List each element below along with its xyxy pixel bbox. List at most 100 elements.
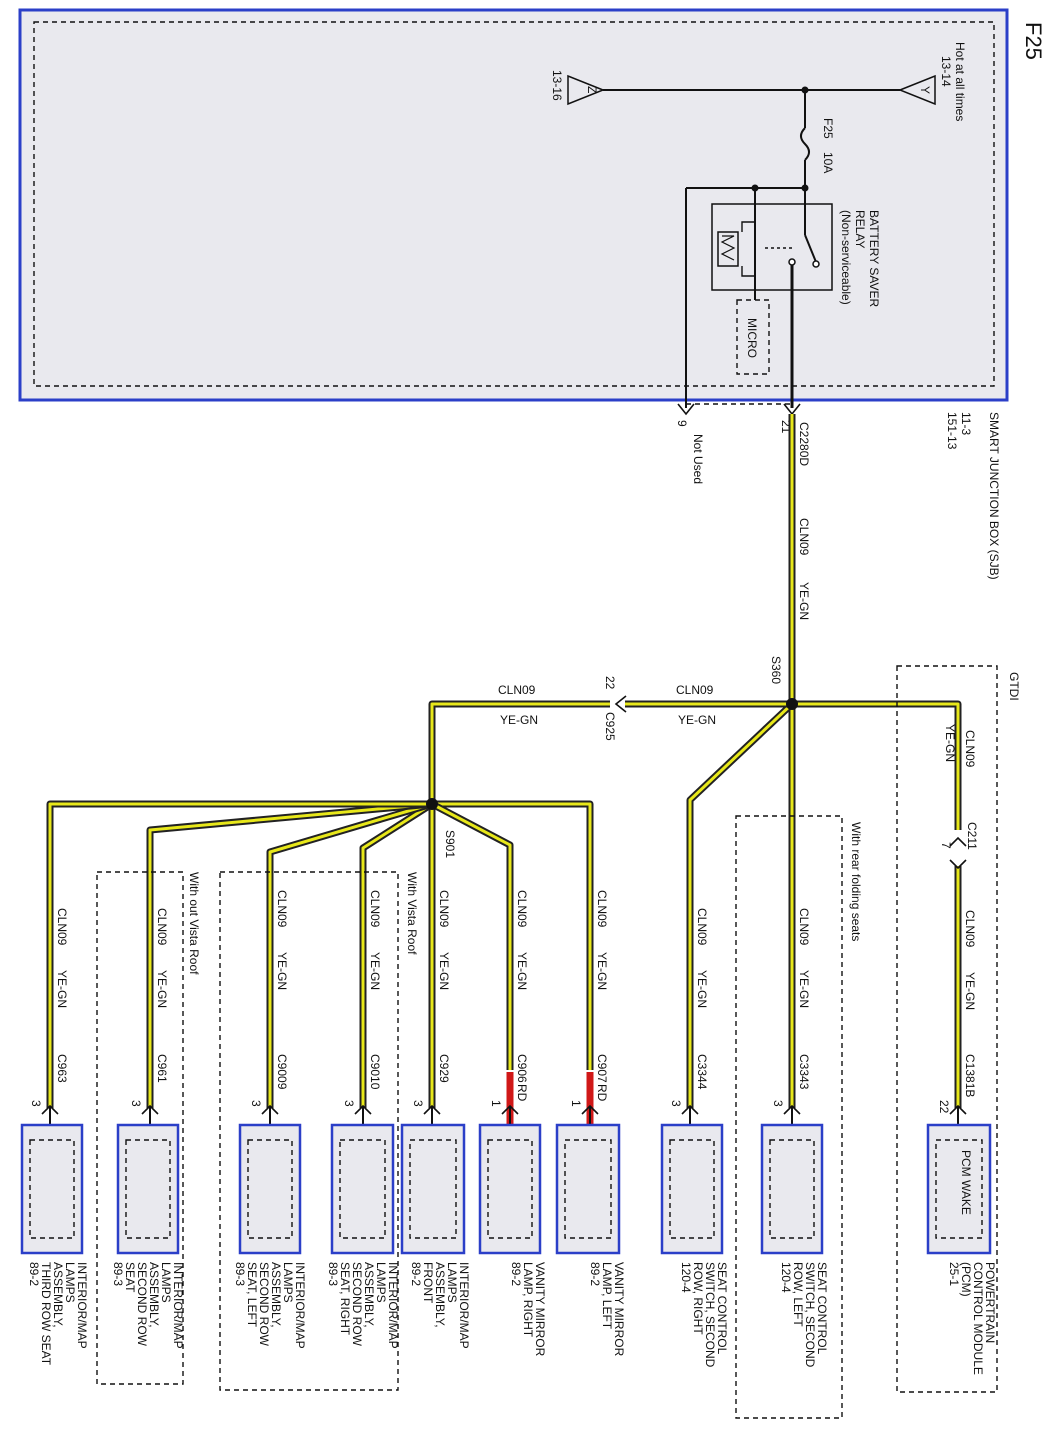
fuse-name: F25	[821, 118, 835, 139]
component-name-line: SECOND ROW	[350, 1262, 364, 1347]
s901-branches	[46, 800, 594, 1108]
trunk-circuit: CLN09	[797, 518, 811, 556]
c925-right-circuit: CLN09	[676, 683, 714, 697]
svg-text:YE-GN: YE-GN	[595, 952, 609, 990]
component-ref: 120-4	[779, 1262, 793, 1293]
svg-text:CLN09: CLN09	[515, 890, 529, 928]
micro-box	[736, 299, 770, 375]
component-inner-box	[935, 1139, 983, 1239]
gtdi-label: GTDI	[1007, 672, 1021, 701]
svg-text:YE-GN: YE-GN	[963, 972, 977, 1010]
rear-folding-label: With rear folding seats	[849, 822, 863, 941]
component-box	[116, 1123, 180, 1255]
component-name-line: SECOND ROW	[135, 1262, 149, 1347]
branch-wire-labels: CLN09 YE-GN CLN09 YE-GN CLN09 YE-GN CLN0…	[55, 890, 977, 1010]
component-name-line: ASSEMBLY,	[147, 1262, 161, 1328]
hot-label: Hot at all times	[953, 42, 967, 121]
svg-text:YE-GN: YE-GN	[55, 970, 69, 1008]
connector-name: C1381B	[963, 1054, 977, 1097]
svg-text:CLN09: CLN09	[55, 908, 69, 946]
component-name-line: LAMPS	[159, 1262, 173, 1303]
component-name-line: CONTROL MODULE	[971, 1262, 985, 1375]
svg-text:CLN09: CLN09	[437, 890, 451, 928]
component-name-line: INTERIOR/MAP	[386, 1262, 400, 1349]
component-name-line: FRONT	[421, 1262, 435, 1304]
fuse-symbol	[800, 127, 810, 161]
component-inner-box	[29, 1139, 75, 1239]
component-inner-label: PCM WAKE	[959, 1150, 973, 1215]
fuse-rating: 10A	[821, 152, 835, 173]
z-symbol: Z	[567, 74, 606, 106]
relay-coil	[717, 231, 739, 267]
component-name-line: LAMPS	[63, 1262, 77, 1303]
connector-c2280d	[677, 403, 801, 416]
z-ref: 13-16	[550, 70, 564, 101]
component-box	[238, 1123, 302, 1255]
component-inner-box	[564, 1139, 612, 1239]
component-name-line: ROW, LEFT	[791, 1262, 805, 1327]
component-name-line: INTERIOR/MAP	[293, 1262, 307, 1349]
vista-roof-label: With Vista Roof	[405, 872, 419, 955]
connector-name: C9009	[275, 1054, 289, 1090]
component-ref: 89-2	[27, 1262, 41, 1286]
component-name-line: SEAT CONTROL	[815, 1262, 829, 1355]
connector-pin: 3	[249, 1100, 263, 1107]
component-ref: 89-3	[233, 1262, 247, 1286]
component-name-line: LAMPS	[374, 1262, 388, 1303]
component-ref: 89-3	[111, 1262, 125, 1286]
svg-text:Z: Z	[585, 86, 599, 93]
y-symbol: Y	[897, 74, 936, 106]
feed-line	[603, 86, 900, 188]
component-box	[400, 1123, 466, 1255]
connector-pin: 3	[129, 1100, 143, 1107]
connector-name: C963	[55, 1054, 69, 1083]
connector-pin: 1	[489, 1100, 503, 1107]
page-id: F25	[1021, 22, 1046, 60]
c925-left-color: YE-GN	[500, 713, 538, 727]
svg-text:YE-GN: YE-GN	[515, 952, 529, 990]
component-ref: 120-4	[679, 1262, 693, 1293]
svg-text:YE-GN: YE-GN	[695, 970, 709, 1008]
svg-text:YE-GN: YE-GN	[797, 970, 811, 1008]
svg-text:YE-GN: YE-GN	[155, 970, 169, 1008]
c925-left-circuit: CLN09	[498, 683, 536, 697]
component-ref: 89-3	[326, 1262, 340, 1286]
svg-text:CLN09: CLN09	[275, 890, 289, 928]
connector-pin: 3	[669, 1100, 683, 1107]
component-box	[478, 1123, 542, 1255]
component-inner-box	[125, 1139, 171, 1239]
component-box	[760, 1123, 824, 1255]
component-inner-box	[669, 1139, 715, 1239]
rd-label-left: RD	[595, 1084, 609, 1102]
component-name-line: SWITCH, SECOND	[703, 1262, 717, 1368]
svg-text:CLN09: CLN09	[368, 890, 382, 928]
connector-c925	[614, 695, 627, 713]
component-ref: 89-2	[409, 1262, 423, 1286]
component-name-line: INTERIOR/MAP	[457, 1262, 471, 1349]
component-box	[926, 1123, 992, 1255]
connector-name: C961	[155, 1054, 169, 1083]
component-name-line: LAMP, RIGHT	[521, 1262, 535, 1338]
trunk-color: YE-GN	[797, 582, 811, 620]
sjb-name: SMART JUNCTION BOX (SJB)	[987, 412, 1001, 580]
component-name-line: VANITY MIRROR	[612, 1262, 626, 1357]
svg-text:YE-GN: YE-GN	[437, 952, 451, 990]
component-name-line: ASSEMBLY,	[269, 1262, 283, 1328]
component-ref: 89-2	[509, 1262, 523, 1286]
not-used-label: Not Used	[691, 434, 705, 484]
component-name-line: (PCM)	[959, 1262, 973, 1297]
component-name-line: SWITCH, SECOND	[803, 1262, 817, 1368]
option-regions	[96, 665, 998, 1419]
connector-pin: 3	[342, 1100, 356, 1107]
component-box	[660, 1123, 724, 1255]
component-name-line: ASSEMBLY,	[362, 1262, 376, 1328]
component-name-line: ASSEMBLY,	[51, 1262, 65, 1328]
